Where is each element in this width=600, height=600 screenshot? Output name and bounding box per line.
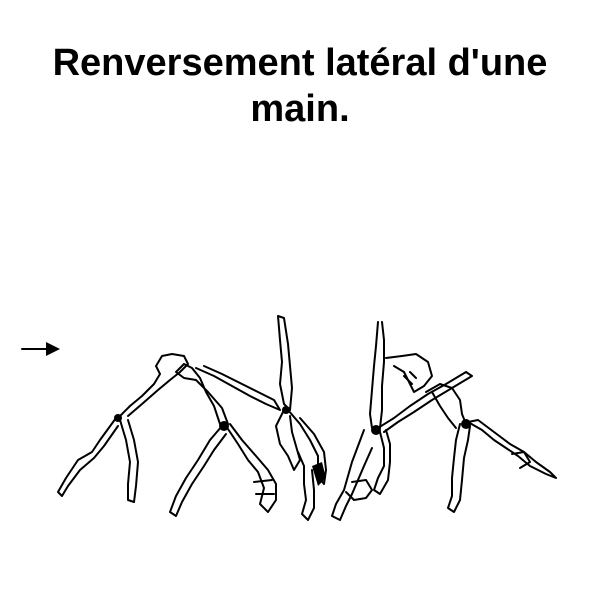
gymnast-figure-1 <box>57 353 189 503</box>
right-arrow-icon <box>21 342 60 356</box>
title-line-2: main. <box>250 88 350 130</box>
gymnast-figure-2 <box>169 363 281 517</box>
page-title: Renversement latéral d'une main. <box>0 40 600 132</box>
cartwheel-sequence-illustration <box>21 315 557 521</box>
gymnast-figure-3 <box>275 315 327 521</box>
title-line-1: Renversement latéral d'une <box>52 42 548 84</box>
gymnast-figure-5 <box>385 353 557 513</box>
gymnast-figure-4 <box>331 321 473 521</box>
